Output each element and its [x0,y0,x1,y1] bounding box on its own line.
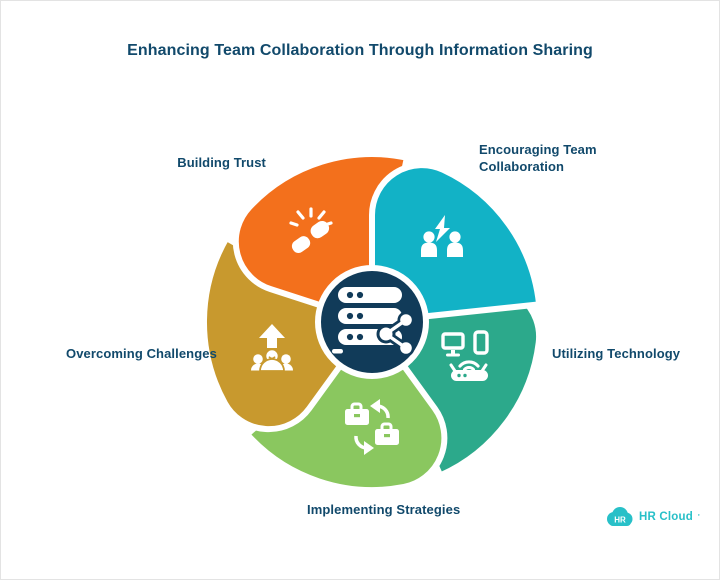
page-title: Enhancing Team Collaboration Through Inf… [127,42,593,59]
team-growth-arrow-icon [251,324,293,372]
hr-cloud-logo: HR HR Cloud ' [604,506,700,528]
data-server-share-icon [332,287,415,357]
label-encouraging-team-collaboration: Encouraging Team Collaboration [479,142,597,174]
devices-network-icon [441,330,489,381]
petal-overcoming-challenges [200,235,375,433]
logo-badge: HR [614,516,626,525]
hr-cloud-icon: HR [607,507,633,526]
briefcase-exchange-icon [345,399,399,455]
share-nodes-glyph [376,311,415,357]
logo-trademark: ' [697,513,700,521]
label-utilizing-technology: Utilizing Technology [552,346,681,361]
label-building-trust: Building Trust [177,155,266,170]
logo-text: HR Cloud [639,511,693,523]
people-lightning-icon [421,215,463,257]
fist-bump-burst-icon [289,207,333,253]
label-overcoming-challenges: Overcoming Challenges [66,346,217,361]
label-implementing-strategies: Implementing Strategies [307,502,461,517]
